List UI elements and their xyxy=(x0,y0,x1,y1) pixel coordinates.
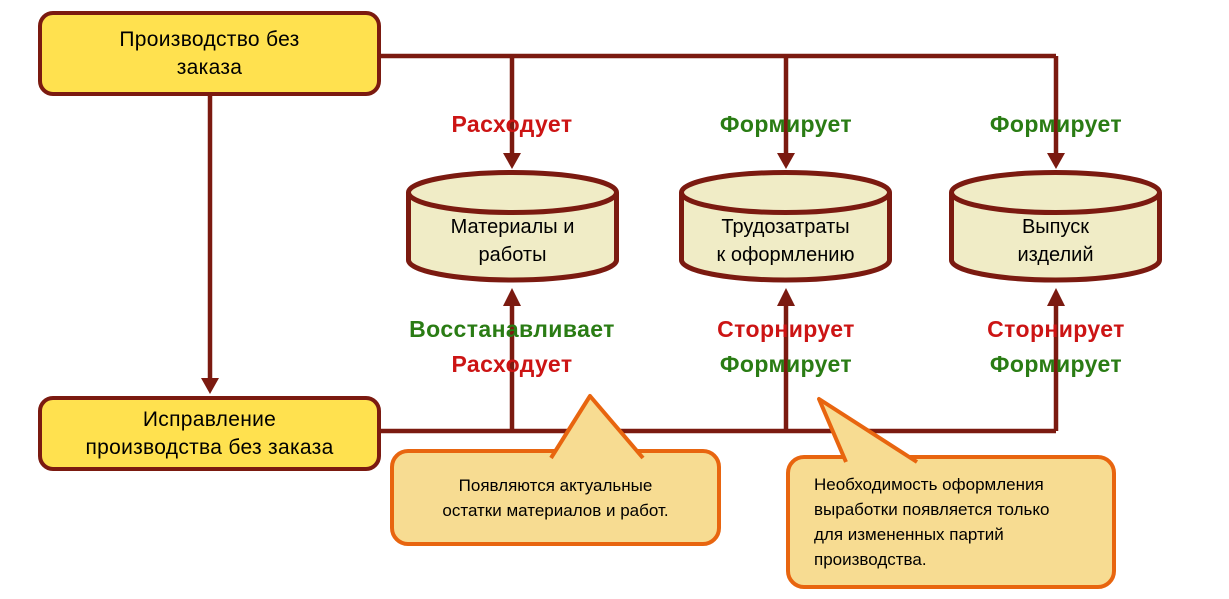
flow-label-text: Сторнирует xyxy=(987,316,1125,342)
cylinder-shape xyxy=(679,170,892,283)
flow-label-text: Формирует xyxy=(989,351,1123,377)
datastore-label: Выпуск изделий xyxy=(948,204,1163,277)
flow-label-restores-consumes: Восстанавливает Расходует xyxy=(352,312,672,382)
node-label-line: Исправление xyxy=(142,407,277,431)
datastore-label-line: Трудозатраты xyxy=(721,215,850,238)
datastore-label: Материалы и работы xyxy=(405,204,620,277)
flow-label-reverses-forms-output: Сторнирует Формирует xyxy=(896,312,1216,382)
callout-text: Необходимость оформления выработки появл… xyxy=(814,475,1050,569)
datastore-label-line: изделий xyxy=(1017,243,1094,266)
arrowhead-up-2 xyxy=(777,288,795,306)
node-label-line: производства без заказа xyxy=(85,435,334,459)
cylinder-shape xyxy=(406,170,619,283)
datastore-label-line: Выпуск xyxy=(1021,215,1090,238)
arrowhead-down-correction xyxy=(201,378,219,394)
datastore-label-line: к оформлению xyxy=(716,243,855,266)
arrowhead-down-1 xyxy=(503,153,521,169)
datastore-label-line: Материалы и xyxy=(450,215,575,238)
arrowhead-up-1 xyxy=(503,288,521,306)
node-production-without-order: Производство без заказа xyxy=(38,11,381,96)
datastore-labor-costs: Трудозатраты к оформлению xyxy=(678,170,893,285)
flow-label-text: Расходует xyxy=(451,111,573,137)
callout-text: Появляются актуальные остатки материалов… xyxy=(442,475,669,520)
datastore-materials-and-works: Материалы и работы xyxy=(405,170,620,285)
node-label-line: заказа xyxy=(176,55,243,79)
datastore-product-output: Выпуск изделий xyxy=(948,170,1163,285)
node-label-line: Производство без xyxy=(119,27,300,51)
arrowhead-down-3 xyxy=(1047,153,1065,169)
callout-output-batches-note: Необходимость оформления выработки появл… xyxy=(786,455,1116,589)
flow-label-text: Формирует xyxy=(719,111,853,137)
flow-label-text: Формирует xyxy=(989,111,1123,137)
datastore-label: Трудозатраты к оформлению xyxy=(678,204,893,277)
datastore-label-line: работы xyxy=(478,243,547,266)
cylinder-shape xyxy=(949,170,1162,283)
callout-materials-balance-note: Появляются актуальные остатки материалов… xyxy=(390,449,721,546)
node-correction-of-production: Исправление производства без заказа xyxy=(38,396,381,471)
arrowhead-up-3 xyxy=(1047,288,1065,306)
flow-label-text: Расходует xyxy=(451,351,573,377)
flow-label-consumes: Расходует xyxy=(352,107,672,142)
callout-tail-2 xyxy=(817,397,919,464)
flow-label-forms-output: Формирует xyxy=(896,107,1216,142)
arrowhead-down-2 xyxy=(777,153,795,169)
flow-label-text: Восстанавливает xyxy=(409,316,615,342)
